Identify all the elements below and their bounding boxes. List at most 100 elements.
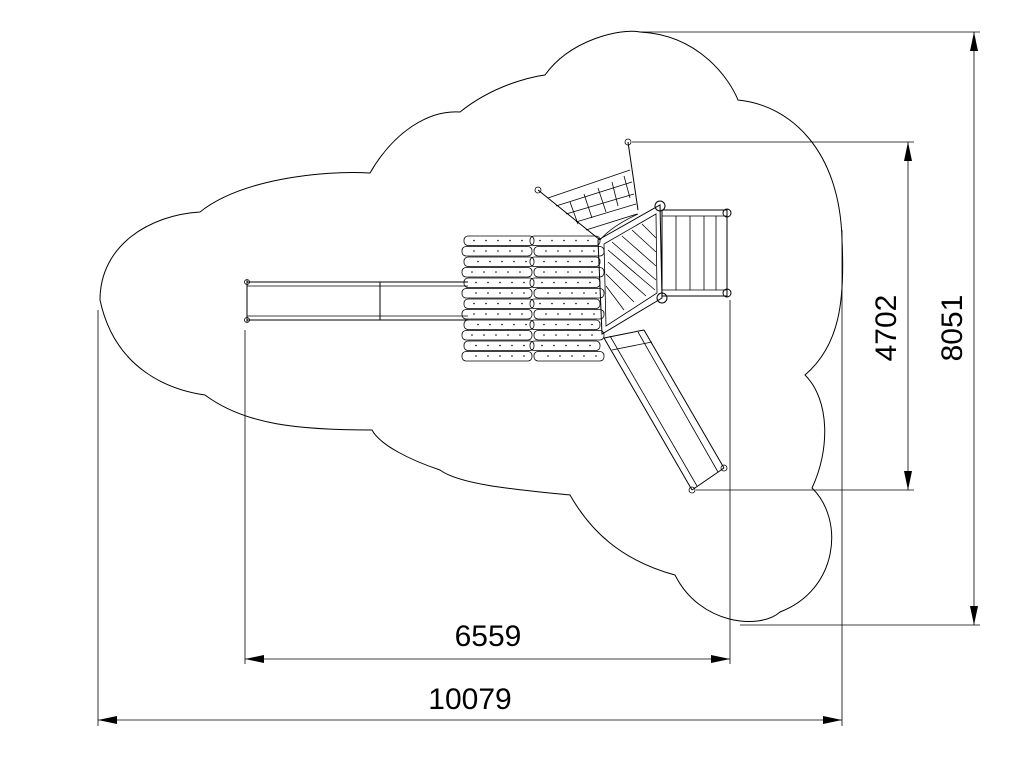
ladder (661, 208, 732, 298)
log-texture-dot (473, 313, 475, 315)
equipment-depth-label: 4702 (870, 295, 903, 362)
log-texture-dot (489, 260, 491, 263)
log-texture-dot (525, 260, 527, 263)
log-texture-dot (591, 271, 593, 273)
log-texture-dot (587, 239, 589, 242)
log-texture-dot (551, 302, 553, 305)
log-texture-dot (577, 344, 579, 347)
log-texture-dot (507, 334, 509, 336)
log-texture-dot (471, 271, 473, 273)
log-texture-dot (579, 260, 581, 263)
log-texture-dot (579, 334, 581, 336)
log-texture-dot (571, 355, 573, 357)
log-texture-dot (513, 323, 515, 326)
log-texture-dot (523, 292, 525, 294)
log-texture-dot (521, 250, 523, 252)
log-texture-dot (495, 271, 497, 273)
log-texture-dot (497, 239, 499, 242)
log-texture-dot (473, 302, 475, 305)
log-texture-dot (509, 313, 511, 315)
log-texture-dot (589, 281, 591, 284)
log-texture-dot (565, 344, 567, 347)
log-texture-dot (559, 292, 561, 294)
log-texture-dot (485, 250, 487, 252)
log-texture-dot (521, 239, 523, 242)
log-segment (461, 288, 533, 299)
log-texture-dot (509, 302, 511, 305)
log-texture-dot (473, 239, 475, 242)
log-texture-dot (499, 355, 501, 357)
log-texture-dot (551, 239, 553, 242)
log-texture-dot (567, 260, 569, 263)
log-texture-dot (487, 292, 489, 294)
log-segment (461, 351, 533, 362)
log-texture-dot (497, 302, 499, 305)
log-texture-dot (595, 292, 597, 294)
log-segment (463, 298, 535, 309)
log-segment (463, 340, 535, 351)
log-texture-dot (475, 281, 477, 284)
log-texture-dot (589, 344, 591, 347)
log-segment (461, 246, 533, 257)
log-texture-dot (477, 260, 479, 263)
log-texture-dot (553, 344, 555, 347)
log-texture-dot (475, 344, 477, 347)
log-texture-dot (567, 271, 569, 273)
dimension-zone-width: 10079 (97, 230, 843, 726)
log-texture-dot (519, 271, 521, 273)
log-segment (461, 267, 533, 278)
log-texture-dot (511, 281, 513, 284)
log-texture-dot (471, 334, 473, 336)
zone-depth-label: 8051 (936, 295, 969, 362)
log-texture-dot (593, 313, 595, 315)
log-texture-dot (563, 239, 565, 242)
log-segment (533, 351, 605, 362)
log-segment (533, 330, 605, 341)
log-texture-dot (495, 334, 497, 336)
log-texture-dot (519, 334, 521, 336)
log-texture-dot (587, 302, 589, 305)
log-texture-dot (567, 334, 569, 336)
log-texture-dot (497, 250, 499, 252)
log-segment (529, 319, 601, 330)
log-texture-dot (579, 271, 581, 273)
log-texture-dot (501, 323, 503, 326)
log-segment (463, 319, 535, 330)
log-texture-dot (539, 302, 541, 305)
log-segment (461, 330, 533, 341)
log-texture-dot (567, 323, 569, 326)
diagonal-slide (603, 329, 728, 494)
log-texture-dot (591, 334, 593, 336)
log-texture-dot (521, 302, 523, 305)
log-texture-dot (581, 250, 583, 252)
log-texture-dot (499, 292, 501, 294)
log-texture-dot (485, 239, 487, 242)
log-texture-dot (477, 323, 479, 326)
log-texture-dot (499, 281, 501, 284)
log-texture-dot (523, 355, 525, 357)
log-segment (529, 298, 601, 309)
log-texture-dot (565, 281, 567, 284)
dimension-equipment-width: 6559 (244, 300, 731, 664)
log-segment (533, 267, 605, 278)
log-texture-dot (539, 239, 541, 242)
equipment-width-label: 6559 (455, 620, 522, 653)
log-texture-dot (559, 355, 561, 357)
log-texture-dot (497, 313, 499, 315)
log-texture-dot (543, 334, 545, 336)
log-segment (529, 256, 601, 267)
log-texture-dot (511, 344, 513, 347)
log-texture-dot (521, 313, 523, 315)
log-segment (529, 235, 601, 246)
log-texture-dot (501, 260, 503, 263)
log-texture-dot (557, 313, 559, 315)
log-texture-dot (489, 323, 491, 326)
log-segment (533, 288, 605, 299)
log-texture-dot (543, 271, 545, 273)
log-texture-dot (555, 323, 557, 326)
dimension-zone-depth: 8051 (640, 31, 980, 626)
climbing-net (534, 138, 639, 241)
log-texture-dot (485, 302, 487, 305)
zone-width-label: 10079 (428, 683, 511, 716)
log-texture-dot (513, 260, 515, 263)
